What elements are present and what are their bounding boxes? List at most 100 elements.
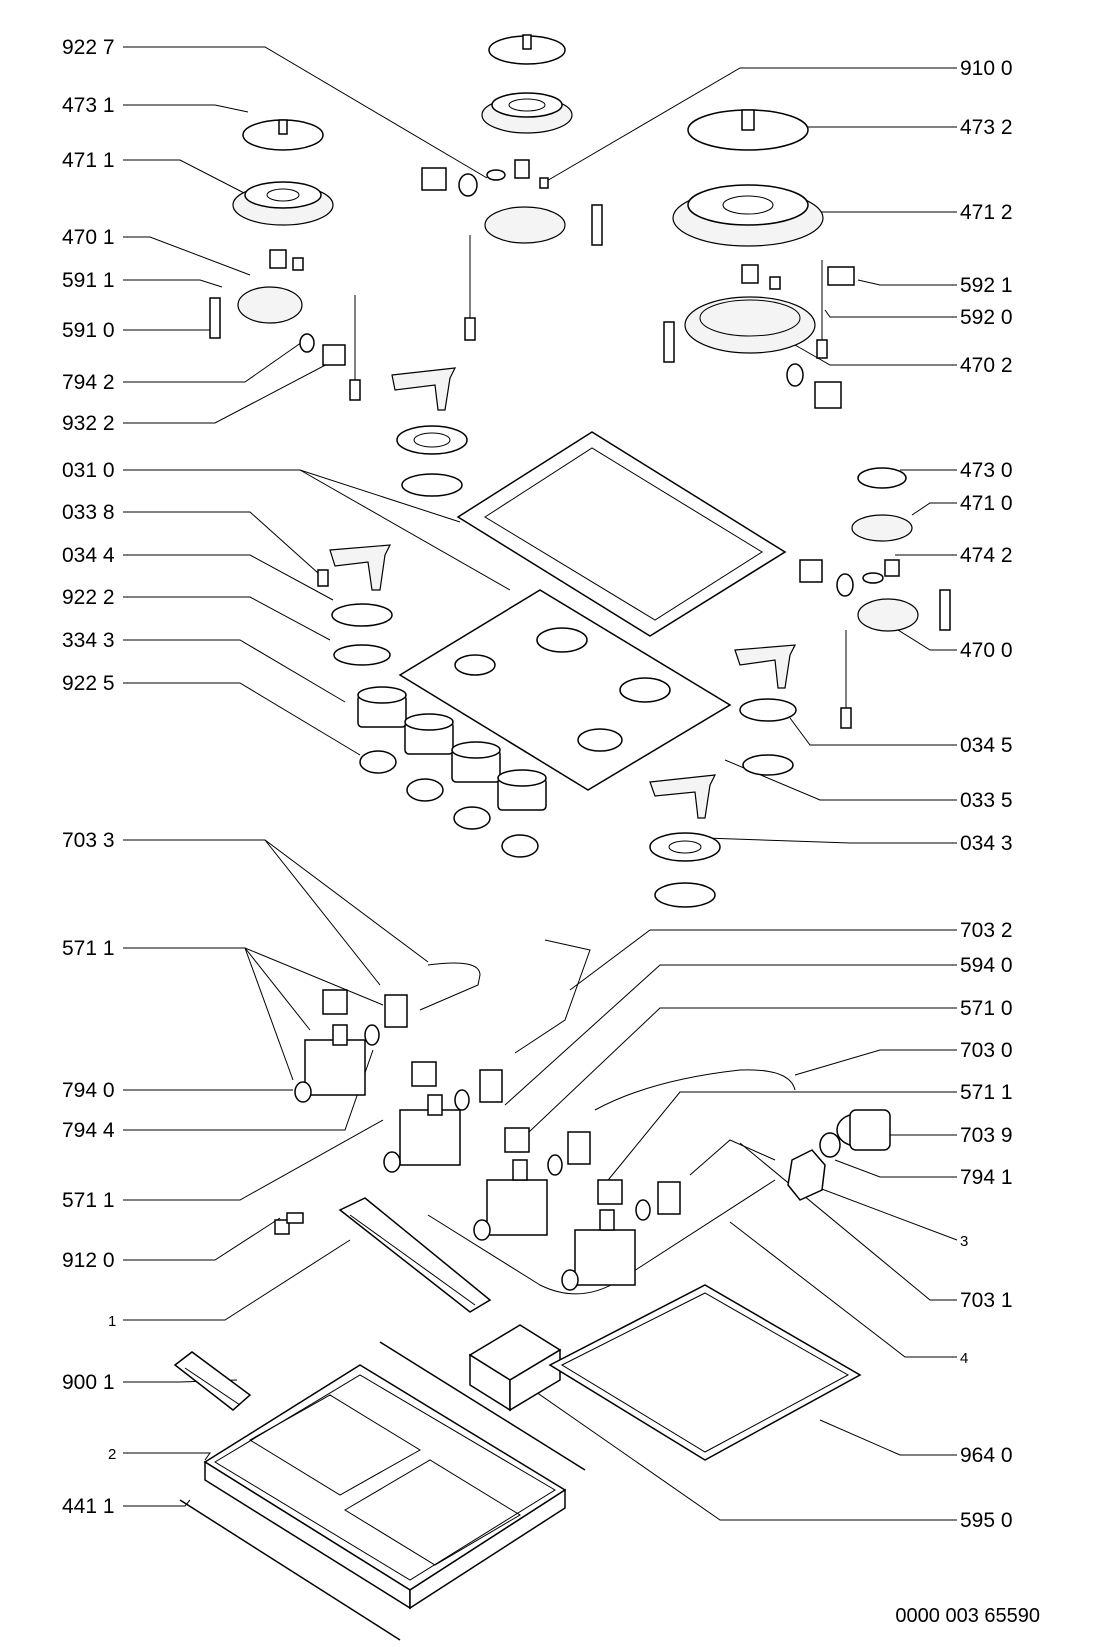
- valve-3: [473, 1127, 591, 1241]
- burner-crown-left: [232, 181, 334, 226]
- gasket-964-0: [548, 1284, 862, 1461]
- thermocouple-center: [464, 235, 476, 341]
- glass-bottom: [654, 882, 716, 908]
- electric-box-595-0: [468, 1324, 562, 1412]
- document-number: 0000 003 65590: [895, 1605, 1040, 1627]
- clip-right: [814, 381, 842, 409]
- seal-right: [786, 363, 804, 387]
- valve-1: [294, 989, 408, 1103]
- label-794-0: 794 0: [62, 1079, 115, 1102]
- burner-body-small: [857, 598, 919, 632]
- thermocouple-left: [349, 295, 361, 401]
- label-571-1a: 571 1: [62, 937, 115, 960]
- label-033-5: 033 5: [960, 789, 1013, 812]
- label-932-2: 932 2: [62, 412, 115, 435]
- injector-right: [741, 264, 759, 284]
- label-592-1: 592 1: [960, 274, 1013, 297]
- ring-034-3: [649, 832, 721, 862]
- knobs: [357, 686, 547, 811]
- label-910-0: 910 0: [960, 57, 1013, 80]
- label-4: 4: [960, 1350, 968, 1367]
- knob-bezels: [359, 750, 539, 858]
- ring-top: [396, 425, 468, 455]
- clip-left: [322, 344, 346, 366]
- burner-body-right-inner: [699, 299, 801, 337]
- injector-small: [884, 559, 900, 577]
- label-703-9: 703 9: [960, 1124, 1013, 1147]
- label-470-1: 470 1: [62, 226, 115, 249]
- ring-top-inner: [413, 432, 451, 448]
- glass-922-2: [333, 644, 391, 666]
- screw-left: [292, 257, 304, 271]
- spark-plug-center: [591, 204, 603, 246]
- washer-small: [862, 572, 884, 584]
- label-595-0: 595 0: [960, 1509, 1013, 1532]
- glass-hob-top: [456, 431, 787, 637]
- label-922-5: 922 5: [62, 672, 115, 695]
- base-tray-2: [203, 1364, 567, 1610]
- rod-441-1: [179, 1499, 401, 1641]
- burner-crown-small: [851, 514, 913, 542]
- label-471-1: 471 1: [62, 149, 115, 172]
- burner-cap-left-pin: [278, 119, 288, 135]
- left-labels: 922 7 473 1 471 1 470 1 591 1 591 0 794 …: [62, 36, 116, 1518]
- label-703-3: 703 3: [62, 829, 115, 852]
- label-471-0: 471 0: [960, 492, 1013, 515]
- label-033-8: 033 8: [62, 501, 115, 524]
- leader-lines: [123, 46, 958, 1521]
- thermocouple-small: [840, 630, 852, 729]
- spark-plug-small: [939, 589, 951, 631]
- label-031-0: 031 0: [62, 459, 115, 482]
- rod-rear: [379, 1341, 586, 1471]
- burner-crown-center: [481, 92, 573, 134]
- seal-left: [299, 333, 315, 353]
- clip-right-top: [827, 266, 855, 286]
- label-441-1: 441 1: [62, 1495, 115, 1518]
- pan-support-top: [391, 367, 457, 411]
- label-964-0: 964 0: [960, 1444, 1013, 1467]
- label-034-3: 034 3: [960, 832, 1013, 855]
- label-922-2: 922 2: [62, 586, 115, 609]
- label-334-3: 334 3: [62, 629, 115, 652]
- pipe-703-2: [514, 939, 591, 1054]
- spark-plug-right: [663, 321, 675, 363]
- label-592-0: 592 0: [960, 306, 1013, 329]
- valve-4: [561, 1179, 681, 1291]
- burner-body-left: [237, 286, 303, 324]
- label-912-0: 912 0: [62, 1249, 115, 1272]
- ring-034-3-inner: [668, 840, 702, 854]
- label-571-1b: 571 1: [62, 1189, 115, 1212]
- label-034-4: 034 4: [62, 544, 115, 567]
- clip-small: [799, 559, 823, 583]
- burner-cap-right: [687, 109, 809, 151]
- label-591-0: 591 0: [62, 319, 115, 342]
- label-034-5: 034 5: [960, 734, 1013, 757]
- hob-panel: [398, 589, 732, 791]
- label-794-1: 794 1: [960, 1166, 1013, 1189]
- label-2: 2: [108, 1446, 116, 1463]
- screw-right: [769, 276, 781, 290]
- pan-support-left: [329, 544, 392, 591]
- label-473-1: 473 1: [62, 94, 115, 117]
- label-1: 1: [108, 1313, 116, 1330]
- pan-support-right: [734, 644, 797, 689]
- label-703-2: 703 2: [960, 919, 1013, 942]
- label-794-2: 794 2: [62, 371, 115, 394]
- pipe-703-3: [419, 962, 481, 1011]
- label-594-0: 594 0: [960, 954, 1013, 977]
- pipe-703-0: [594, 1069, 796, 1111]
- label-900-1: 900 1: [62, 1371, 115, 1394]
- burner-body-center: [484, 159, 566, 244]
- label-794-4: 794 4: [62, 1119, 115, 1142]
- nut-3: [787, 1149, 826, 1201]
- screw-033-8: [317, 569, 329, 587]
- label-470-2: 470 2: [960, 354, 1013, 377]
- burner-crown-right: [672, 184, 824, 247]
- right-labels: 910 0 473 2 471 2 592 1 592 0 470 2 473 …: [960, 57, 1013, 1532]
- elbow-703-9: [836, 1109, 891, 1151]
- parts: [173, 34, 951, 1641]
- seal-ring-center: [458, 173, 478, 197]
- seal-small: [836, 573, 854, 597]
- label-474-2: 474 2: [960, 544, 1013, 567]
- bracket-1-edge: [349, 1214, 476, 1306]
